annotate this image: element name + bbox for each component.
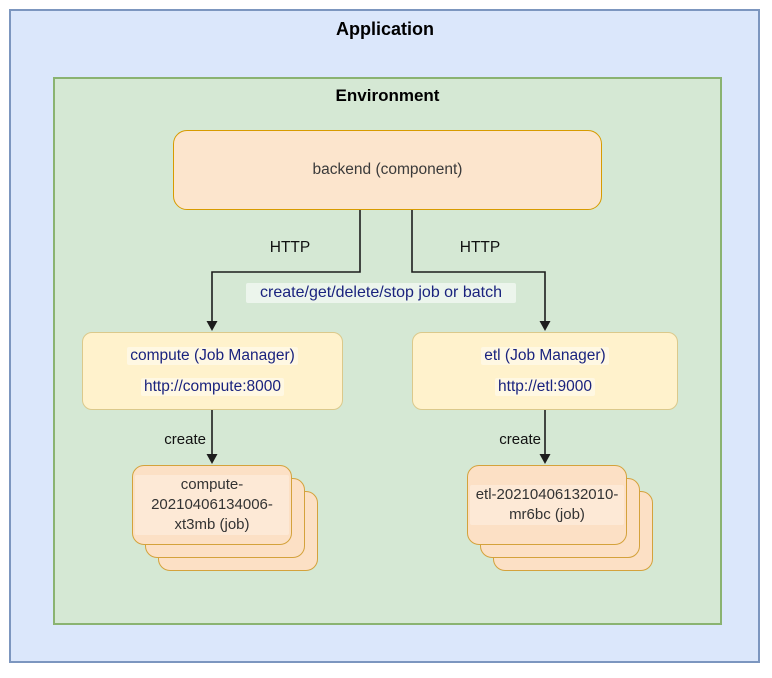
etl-job-label: etl-20210406132010-mr6bc (job) bbox=[470, 484, 624, 526]
etl-manager-name: etl (Job Manager) bbox=[481, 346, 609, 365]
node-backend-component: backend (component) bbox=[173, 130, 602, 210]
edge-label-create-right: create bbox=[499, 431, 541, 448]
application-title: Application bbox=[336, 19, 434, 39]
compute-manager-url: http://compute:8000 bbox=[140, 377, 284, 396]
edge-label-http-right: HTTP bbox=[459, 239, 501, 256]
environment-title: Environment bbox=[335, 86, 440, 105]
node-compute-job-manager: compute (Job Manager) http://compute:800… bbox=[82, 332, 343, 410]
edge-label-http-left: HTTP bbox=[269, 239, 311, 256]
compute-manager-name: compute (Job Manager) bbox=[127, 346, 298, 365]
etl-job-stack: etl-20210406132010-mr6bc (job) bbox=[467, 465, 653, 571]
etl-manager-url: http://etl:9000 bbox=[495, 377, 595, 396]
node-etl-job: etl-20210406132010-mr6bc (job) bbox=[467, 465, 627, 545]
edge-label-actions: create/get/delete/stop job or batch bbox=[246, 283, 516, 303]
compute-job-label: compute-20210406134006-xt3mb (job) bbox=[135, 474, 289, 536]
edge-label-create-left: create bbox=[164, 431, 206, 448]
node-etl-job-manager: etl (Job Manager) http://etl:9000 bbox=[412, 332, 678, 410]
compute-job-stack: compute-20210406134006-xt3mb (job) bbox=[132, 465, 318, 571]
node-compute-job: compute-20210406134006-xt3mb (job) bbox=[132, 465, 292, 545]
backend-label: backend (component) bbox=[312, 161, 463, 178]
